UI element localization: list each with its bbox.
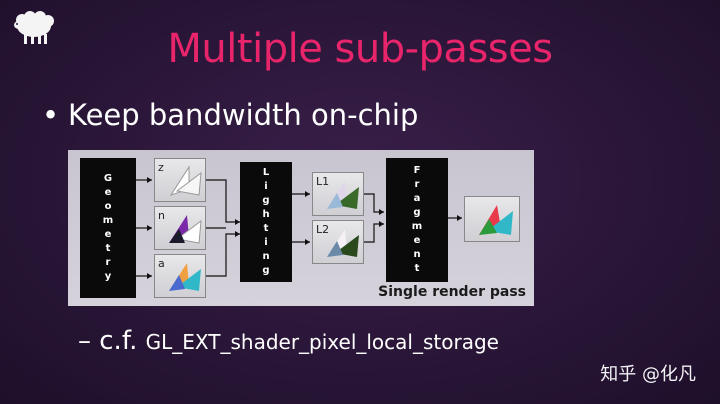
fragment-letter: F (413, 165, 421, 176)
tile-label: L2 (316, 223, 330, 236)
lighting-letter: h (262, 209, 270, 220)
lighting-letter: g (262, 265, 270, 276)
final-triangles-icon (479, 205, 513, 235)
lighting-letter: g (262, 195, 270, 206)
tile-label: L1 (316, 175, 330, 188)
geometry-letter: y (104, 271, 112, 282)
gbuffer-tile-normal: n (154, 206, 206, 250)
watermark: 知乎 @化凡 (600, 364, 696, 385)
triangles-white-icon (169, 165, 202, 196)
gbuffer-tile-depth: z (154, 158, 206, 202)
fragment-letter: g (413, 207, 421, 218)
tile-label: z (158, 161, 164, 174)
lit-triangles-icon (327, 181, 359, 209)
geometry-letter: o (104, 201, 112, 212)
extension-name: GL_EXT_shader_pixel_local_storage (145, 330, 499, 354)
lighting-letter: t (263, 223, 269, 234)
bullet-text: Keep bandwidth on-chip (68, 98, 419, 132)
tile-label: a (158, 257, 165, 270)
output-tile (464, 196, 520, 242)
light-tile-1: L1 (312, 172, 364, 216)
light-tile-2: L2 (312, 220, 364, 264)
geometry-letter: e (104, 229, 112, 240)
triangles-purple-icon (169, 215, 202, 244)
slide-title: Multiple sub-passes (167, 26, 553, 72)
geometry-letter: t (105, 243, 111, 254)
lighting-letter: n (262, 251, 270, 262)
triangles-color-icon (169, 263, 201, 291)
fragment-letter: a (413, 193, 421, 204)
fragment-letter: n (413, 249, 421, 260)
tile-label: n (158, 209, 165, 222)
fragment-letter: m (411, 221, 423, 232)
fragment-letter: t (414, 263, 420, 274)
lighting-letter: i (264, 181, 268, 192)
geometry-letter: m (102, 215, 114, 226)
bullet-dot: • (42, 98, 60, 132)
subpoint: – c.f. GL_EXT_shader_pixel_local_storage (78, 326, 499, 356)
geometry-letter: e (104, 187, 112, 198)
sheep-logo (14, 11, 54, 44)
gbuffer-tile-albedo: a (154, 254, 206, 298)
lighting-letter: i (264, 237, 268, 248)
connector-lines (136, 177, 462, 279)
fragment-letter: e (413, 235, 421, 246)
fragment-letter: r (414, 179, 420, 190)
single-render-pass-label: Single render pass (378, 284, 526, 300)
lighting-letter: L (262, 167, 270, 178)
geometry-letter: r (105, 257, 111, 268)
subpoint-prefix: – c.f. (78, 326, 146, 356)
bullet-point: •Keep bandwidth on-chip (42, 98, 418, 132)
lit-triangles-icon (327, 229, 359, 257)
geometry-letter: G (103, 173, 113, 184)
